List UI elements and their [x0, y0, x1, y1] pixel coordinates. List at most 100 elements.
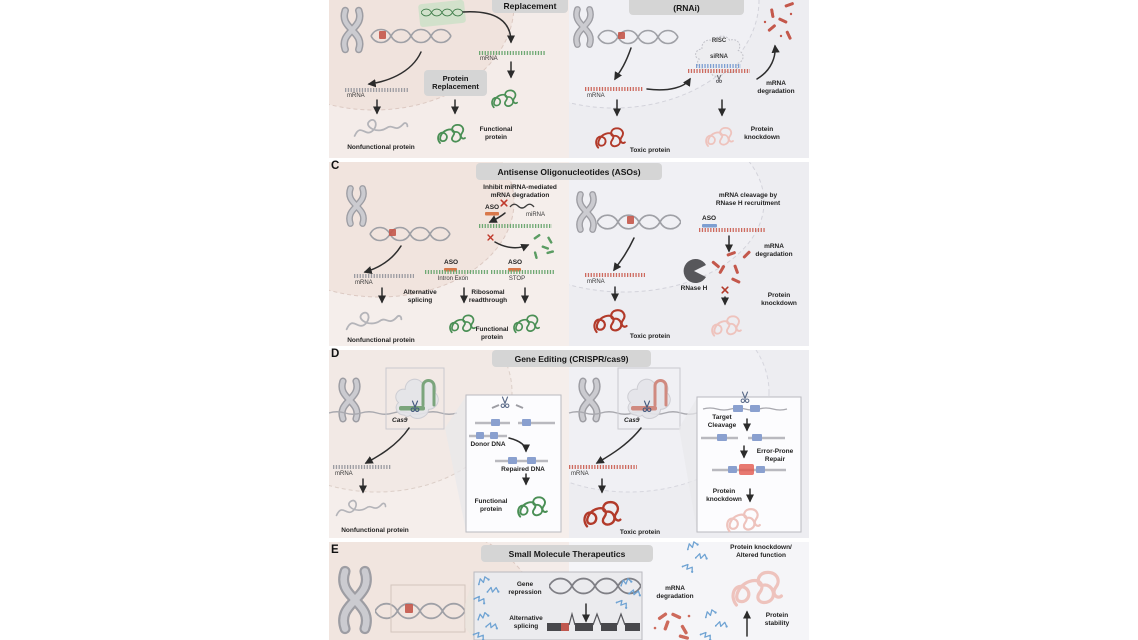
- arrow: [508, 437, 531, 453]
- mrna-degradation-label: mRNA degradation: [757, 80, 795, 95]
- guide-rna-hairpin: [421, 379, 436, 407]
- intron-exon-label: Intron Exon: [437, 276, 469, 282]
- mrna-label: mRNA: [335, 471, 353, 477]
- alternative-splicing-label: Alternative splicing: [403, 289, 437, 304]
- panel-b-art: [577, 1, 795, 149]
- guide-rna-hairpin: [653, 379, 668, 407]
- arrow: [494, 241, 530, 252]
- arrow: [488, 212, 506, 223]
- error-site-highlight: [739, 464, 754, 475]
- protein-replacement-box: Protein Replacement: [424, 70, 487, 96]
- zoom-cone: [465, 576, 474, 638]
- exon-block: [717, 434, 727, 441]
- nonfunctional-protein-label: Nonfunctional protein: [347, 337, 415, 344]
- aso-label: ASO: [485, 204, 500, 211]
- mrna-degradation-label: mRNA degradation: [656, 585, 694, 600]
- mrna-degradation-label: mRNA degradation: [755, 243, 793, 258]
- panel-e-letter: E: [331, 544, 339, 556]
- panel-d-header: Gene Editing (CRISPR/cas9): [492, 350, 651, 367]
- panel-a-header: Replacement: [492, 0, 568, 13]
- gene-insert-highlight: [418, 0, 466, 28]
- cas9-label: Cas9: [624, 417, 640, 424]
- mrna-label: mRNA: [355, 280, 373, 286]
- protein-knockdown-altered-label: Protein knockdown/ Altered function: [730, 544, 792, 559]
- arrow: [462, 11, 516, 44]
- mrna-label: mRNA: [587, 279, 605, 285]
- exon-block: [476, 432, 484, 439]
- mirna-label: miRNA: [526, 212, 545, 218]
- aso-label: ASO: [444, 259, 459, 266]
- panel-e-header: Small Molecule Therapeutics: [481, 545, 653, 562]
- panel-e-art: [344, 540, 784, 640]
- mrna-fragments: [653, 611, 691, 640]
- protein-stability-label: Protein stability: [764, 612, 790, 627]
- error-prone-repair-label: Error-Prone Repair: [756, 448, 794, 463]
- exon-block: [752, 434, 762, 441]
- mutation-site: [405, 604, 413, 613]
- mutation-site: [379, 31, 386, 39]
- arrow: [614, 47, 632, 81]
- dna-strand-wavy: [702, 407, 788, 411]
- panel-d-art: [329, 367, 802, 533]
- stop-label: STOP: [508, 276, 526, 282]
- inhibit-note: Inhibit miRNA-mediated mRNA degradation: [483, 184, 557, 199]
- arrow: [646, 77, 691, 91]
- exon-block: [490, 432, 498, 439]
- donor-dna-label: Donor DNA: [470, 441, 506, 448]
- intron-carets: [568, 611, 626, 626]
- mirna-squiggle: [509, 203, 535, 209]
- exon-block: [733, 405, 743, 412]
- functional-protein-label: Functional protein: [479, 126, 513, 141]
- rnase-h-icon: [683, 259, 706, 283]
- mutation-site: [389, 229, 396, 236]
- therapeutics-figure: Replacement (RNAi) Antisense Oligonucleo…: [329, 0, 809, 640]
- zoom-box-outline: [617, 367, 681, 430]
- protein-knockdown-label: Protein knockdown: [744, 126, 780, 141]
- panel-c-art: [347, 188, 766, 337]
- aso-segment-blue: [702, 224, 717, 228]
- panel-c-header: Antisense Oligonucleotides (ASOs): [476, 163, 662, 180]
- nonfunctional-protein-label: Nonfunctional protein: [341, 527, 409, 534]
- toxic-protein-label: Toxic protein: [629, 147, 671, 154]
- exon-block: [522, 419, 531, 426]
- aso-label: ASO: [508, 259, 523, 266]
- aso-segment: [485, 212, 499, 216]
- functional-protein-label: Functional protein: [474, 498, 508, 513]
- ribosomal-readthrough-label: Ribosomal readthrough: [468, 289, 508, 304]
- arrow: [595, 427, 642, 464]
- panel-b-header: (RNAi): [629, 0, 744, 15]
- gene-repression-label: Gene repression: [508, 581, 542, 596]
- exon-block: [750, 405, 760, 412]
- mutation-site: [618, 32, 625, 39]
- functional-protein-label: Functional protein: [475, 326, 509, 341]
- mutation-site: [627, 216, 634, 224]
- panel-a-art: [344, 0, 545, 145]
- alternative-splicing-label: Alternative splicing: [509, 615, 543, 630]
- zoom-box-outline: [385, 367, 445, 430]
- mrna-fragments: [763, 1, 795, 41]
- nonfunctional-protein-label: Nonfunctional protein: [347, 144, 415, 151]
- repaired-dna-label: Repaired DNA: [501, 466, 545, 473]
- arrow: [367, 51, 422, 88]
- protein-knockdown-label: Protein knockdown: [706, 488, 742, 503]
- exon-block: [508, 457, 517, 464]
- mrna-label: mRNA: [480, 56, 498, 62]
- arrow: [364, 427, 410, 464]
- zoom-cone: [445, 396, 466, 531]
- exon-block: [728, 466, 737, 473]
- exon-block: [756, 466, 765, 473]
- pre-mrna-exon-diagram: [547, 611, 640, 631]
- protein-knockdown-label: Protein knockdown: [761, 292, 797, 307]
- aso-label: ASO: [702, 215, 717, 222]
- rnase-h-label: RNase H: [680, 285, 708, 292]
- sirna-label: siRNA: [709, 54, 728, 60]
- arrow: [613, 237, 635, 272]
- mrna-label: mRNA: [571, 471, 589, 477]
- figure-artwork: [329, 0, 809, 640]
- risc-label: RISC: [711, 38, 727, 44]
- dna-strand-wavy: [329, 411, 458, 415]
- exon-block: [491, 419, 500, 426]
- exon-block: [527, 457, 536, 464]
- target-cleavage-label: Target Cleavage: [707, 414, 737, 429]
